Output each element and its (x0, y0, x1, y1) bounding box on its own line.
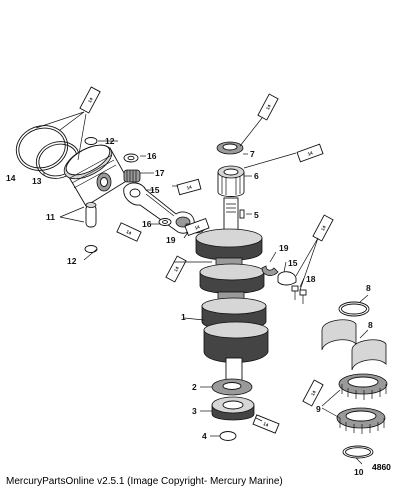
callout-14: 14 (6, 173, 16, 183)
connecting-rod (123, 182, 195, 234)
center-main-needle-bearing-lower (336, 407, 386, 434)
lubricant-tube-ball-bearing: 14 (252, 414, 280, 434)
callout-1: 1 (181, 312, 186, 322)
crankshaft-upper-bearing (217, 165, 245, 197)
callout-6: 6 (254, 171, 259, 181)
crankshaft (195, 197, 269, 381)
lower-main-bearing (211, 378, 253, 396)
center-main-retaining-ring (338, 301, 370, 317)
crankshaft-seal-top (216, 141, 244, 155)
ball-bearing (211, 396, 255, 421)
tube-label: 14 (320, 224, 327, 231)
callout-16-lower: 16 (142, 219, 152, 229)
callout-labels: 1 2 3 4 5 6 7 8 8 9 10 11 12 12 13 14 15… (6, 136, 373, 477)
thrust-washer-upper (123, 153, 139, 163)
callout-17: 17 (155, 168, 165, 178)
callout-7: 7 (250, 149, 255, 159)
lubricant-tube-right: 14 (296, 143, 324, 163)
center-main-bearing-race-lower (351, 339, 387, 371)
crankshaft-key (239, 209, 245, 219)
leader-lines (35, 111, 369, 465)
tube-label: 14 (87, 96, 94, 103)
callout-9: 9 (316, 404, 321, 414)
callout-19-right: 19 (279, 243, 289, 253)
tube-label: 14 (194, 224, 201, 231)
callout-11: 11 (46, 212, 55, 222)
tube-label: 14 (173, 265, 180, 272)
callout-12-upper: 12 (105, 136, 115, 146)
callout-16-upper: 16 (147, 151, 157, 161)
center-main-bearing-race-upper (321, 319, 357, 351)
lubricant-tube-crank-left: 14 (165, 255, 187, 283)
lubricant-tube-rod: 14 (176, 178, 202, 196)
rod-bearing-right (261, 265, 279, 276)
copyright-footer: MercuryPartsOnline v2.5.1 (Image Copyrig… (6, 476, 283, 487)
lubricant-tube-rod-lower: 14 (184, 217, 210, 237)
lubricant-tube-crank-right: 14 (312, 214, 334, 242)
piston-pin (85, 202, 97, 228)
callout-12-lower: 12 (67, 256, 77, 266)
callout-5: 5 (254, 210, 259, 220)
connecting-rod-cap (277, 271, 297, 286)
tube-label: 14 (310, 389, 317, 396)
callout-3: 3 (192, 406, 197, 416)
callout-10: 10 (354, 467, 364, 477)
callout-4: 4 (202, 431, 207, 441)
callout-2: 2 (192, 382, 197, 392)
callout-8-race: 8 (368, 320, 373, 330)
callout-13: 13 (32, 176, 42, 186)
needle-bearing-small-end (123, 169, 141, 183)
retaining-ring-lower (219, 431, 237, 441)
center-main-needle-bearing-upper (338, 373, 388, 400)
bearing-retaining-ring (342, 445, 374, 459)
tube-label: 14 (125, 229, 132, 236)
rod-cap-bolts (291, 285, 307, 304)
tube-label: 14 (186, 184, 193, 190)
tube-label: 14 (265, 103, 272, 110)
callout-18: 18 (306, 274, 316, 284)
piston (63, 144, 129, 207)
lubricant-tube-bearing-left: 14 (302, 379, 324, 407)
piston-ring-top (15, 125, 69, 171)
callout-15-rod: 15 (150, 185, 160, 195)
diagram-reference-number: 4860 (372, 462, 391, 472)
pin-retainer-lower (84, 245, 98, 253)
tube-label: 14 (263, 421, 270, 428)
tube-label: 14 (307, 150, 314, 157)
pin-retainer-upper (84, 137, 98, 145)
callout-15-cap: 15 (288, 258, 298, 268)
lubricant-tube-top-left: 14 (79, 86, 101, 114)
lubricant-tube-piston: 14 (116, 222, 142, 242)
thrust-washer-lower (158, 218, 172, 226)
callout-19-left: 19 (166, 235, 176, 245)
callout-8-ring: 8 (366, 283, 371, 293)
lubricant-tube-upper-center: 14 (257, 93, 279, 121)
